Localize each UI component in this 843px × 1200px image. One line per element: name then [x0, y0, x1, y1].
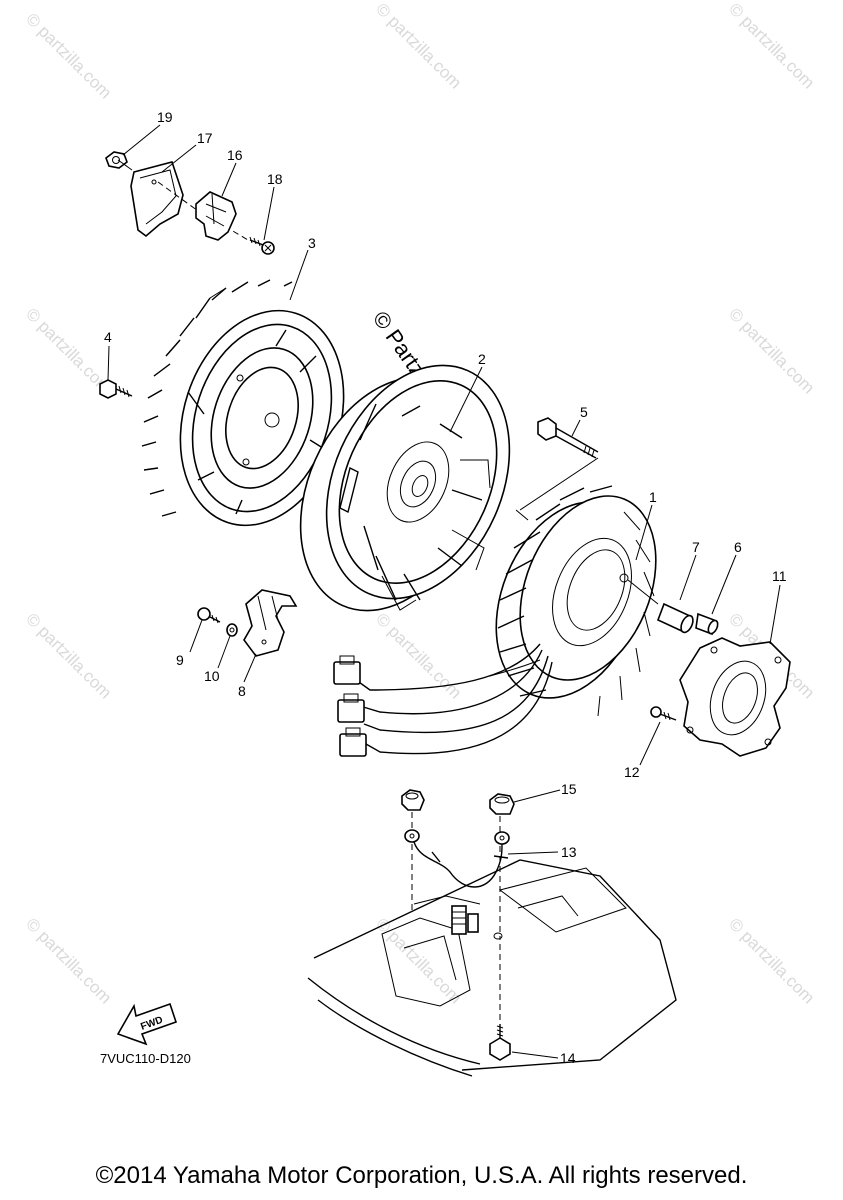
watermark: © partzilla.com	[22, 9, 115, 102]
part-6-bushing	[695, 612, 719, 636]
callout-labels: 19 17 16 18 3 4 2 5 1 7 6 11 12 9 10 8 1…	[104, 109, 787, 1066]
watermark: © partzilla.com	[22, 609, 115, 702]
part-10-washer	[226, 623, 238, 637]
part-3-cooling-fan	[141, 279, 345, 527]
part-16-clamp	[195, 191, 237, 241]
watermark: © partzilla.com	[22, 914, 115, 1007]
part-14-bolt	[489, 1024, 511, 1061]
part-2-flywheel-rotor	[299, 364, 511, 612]
callout-3: 3	[308, 235, 316, 251]
part-19-nut	[105, 151, 133, 171]
part-17-bracket	[130, 161, 249, 241]
fwd-arrow-icon: FWD	[116, 1002, 178, 1046]
part-1-stator	[495, 485, 657, 717]
callout-12: 12	[624, 764, 640, 780]
watermark: © partzilla.com	[372, 0, 465, 92]
part-18-screw	[249, 236, 275, 255]
callout-5: 5	[580, 404, 588, 420]
watermark: © partzilla.com	[725, 304, 818, 397]
part-5-bolt	[537, 417, 599, 459]
copyright-notice: ©2014 Yamaha Motor Corporation, U.S.A. A…	[95, 1162, 748, 1189]
assembly-line	[515, 457, 599, 521]
part-11-holder	[679, 637, 791, 757]
callout-17: 17	[197, 130, 213, 146]
callout-11: 11	[772, 568, 787, 584]
part-13-ground-lead	[404, 829, 510, 888]
callout-10: 10	[204, 668, 220, 684]
part-9-screw	[197, 607, 221, 624]
callout-19: 19	[157, 109, 173, 125]
watermark: © partzilla.com	[725, 914, 818, 1007]
callout-9: 9	[176, 652, 184, 668]
callout-14: 14	[560, 1050, 576, 1066]
leader-lines	[107, 124, 781, 1059]
part-15-nut	[401, 789, 515, 815]
callout-15: 15	[561, 781, 577, 797]
callout-8: 8	[238, 683, 246, 699]
callout-13: 13	[561, 844, 577, 860]
watermark: © partzilla.com	[725, 0, 818, 92]
diagram-code: 7VUC110-D120	[100, 1051, 191, 1066]
parts-diagram: © partzilla.com © partzilla.com © partzi…	[22, 0, 818, 1077]
frame-assembly	[307, 859, 677, 1077]
callout-6: 6	[734, 539, 742, 555]
callout-18: 18	[267, 171, 283, 187]
part-4-bolt	[99, 379, 133, 399]
part-7-collar	[656, 602, 694, 634]
part-8-bracket	[243, 589, 298, 657]
callout-16: 16	[227, 147, 243, 163]
callout-1: 1	[649, 489, 657, 505]
stator-wire-harness	[333, 643, 553, 757]
callout-4: 4	[104, 329, 112, 345]
part-12-screw	[650, 706, 677, 721]
assembly-line	[627, 579, 659, 605]
callout-7: 7	[692, 539, 700, 555]
callout-2: 2	[478, 351, 486, 367]
